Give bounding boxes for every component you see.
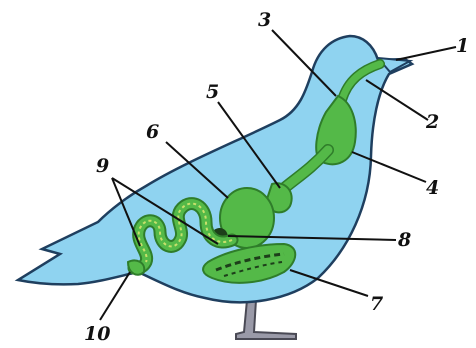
- label-3: 3: [258, 9, 271, 31]
- label-9: 9: [96, 155, 109, 177]
- label-7: 7: [370, 293, 383, 315]
- label-10: 10: [84, 323, 110, 345]
- label-4: 4: [426, 177, 439, 199]
- label-2: 2: [425, 111, 439, 133]
- label-1: 1: [456, 35, 469, 57]
- label-6: 6: [146, 121, 159, 143]
- label-5: 5: [206, 81, 219, 103]
- label-8: 8: [397, 229, 411, 251]
- bird-feet: [236, 300, 296, 339]
